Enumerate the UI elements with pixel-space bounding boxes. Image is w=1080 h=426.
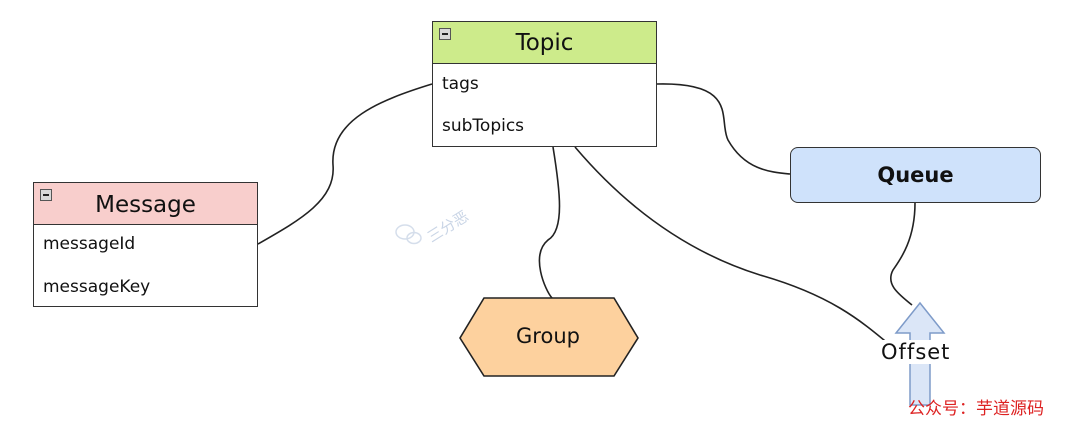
- watermark-center-text: 三分恶: [424, 207, 472, 246]
- offset-label: Offset: [881, 340, 951, 364]
- message-field-messageid: messageId: [43, 234, 136, 254]
- topic-field-tags: tags: [442, 74, 479, 94]
- queue-label: Queue: [877, 163, 954, 187]
- connector-queue-offset: [890, 202, 916, 306]
- message-header: Message: [34, 183, 257, 225]
- wechat-logo-icon: [395, 224, 422, 245]
- group-shape: [459, 297, 639, 377]
- topic-entity: Topic tags subTopics: [432, 21, 657, 147]
- connector-topic-message: [257, 83, 433, 245]
- collapse-minus-icon[interactable]: [40, 189, 52, 201]
- topic-title: Topic: [515, 30, 574, 56]
- queue-box: Queue: [790, 147, 1041, 203]
- watermark-corner-text: 公众号：芋道源码: [908, 399, 1044, 419]
- message-field-messagekey: messageKey: [43, 277, 151, 297]
- connector-topic-offset: [574, 146, 891, 346]
- connector-topic-group: [538, 146, 561, 299]
- group-label: Group: [516, 324, 580, 348]
- message-title: Message: [95, 192, 196, 218]
- topic-field-subtopics: subTopics: [442, 116, 525, 136]
- connector-topic-queue: [656, 83, 791, 175]
- topic-header: Topic: [433, 22, 656, 64]
- collapse-minus-icon[interactable]: [439, 28, 451, 40]
- message-entity: Message messageId messageKey: [33, 182, 258, 307]
